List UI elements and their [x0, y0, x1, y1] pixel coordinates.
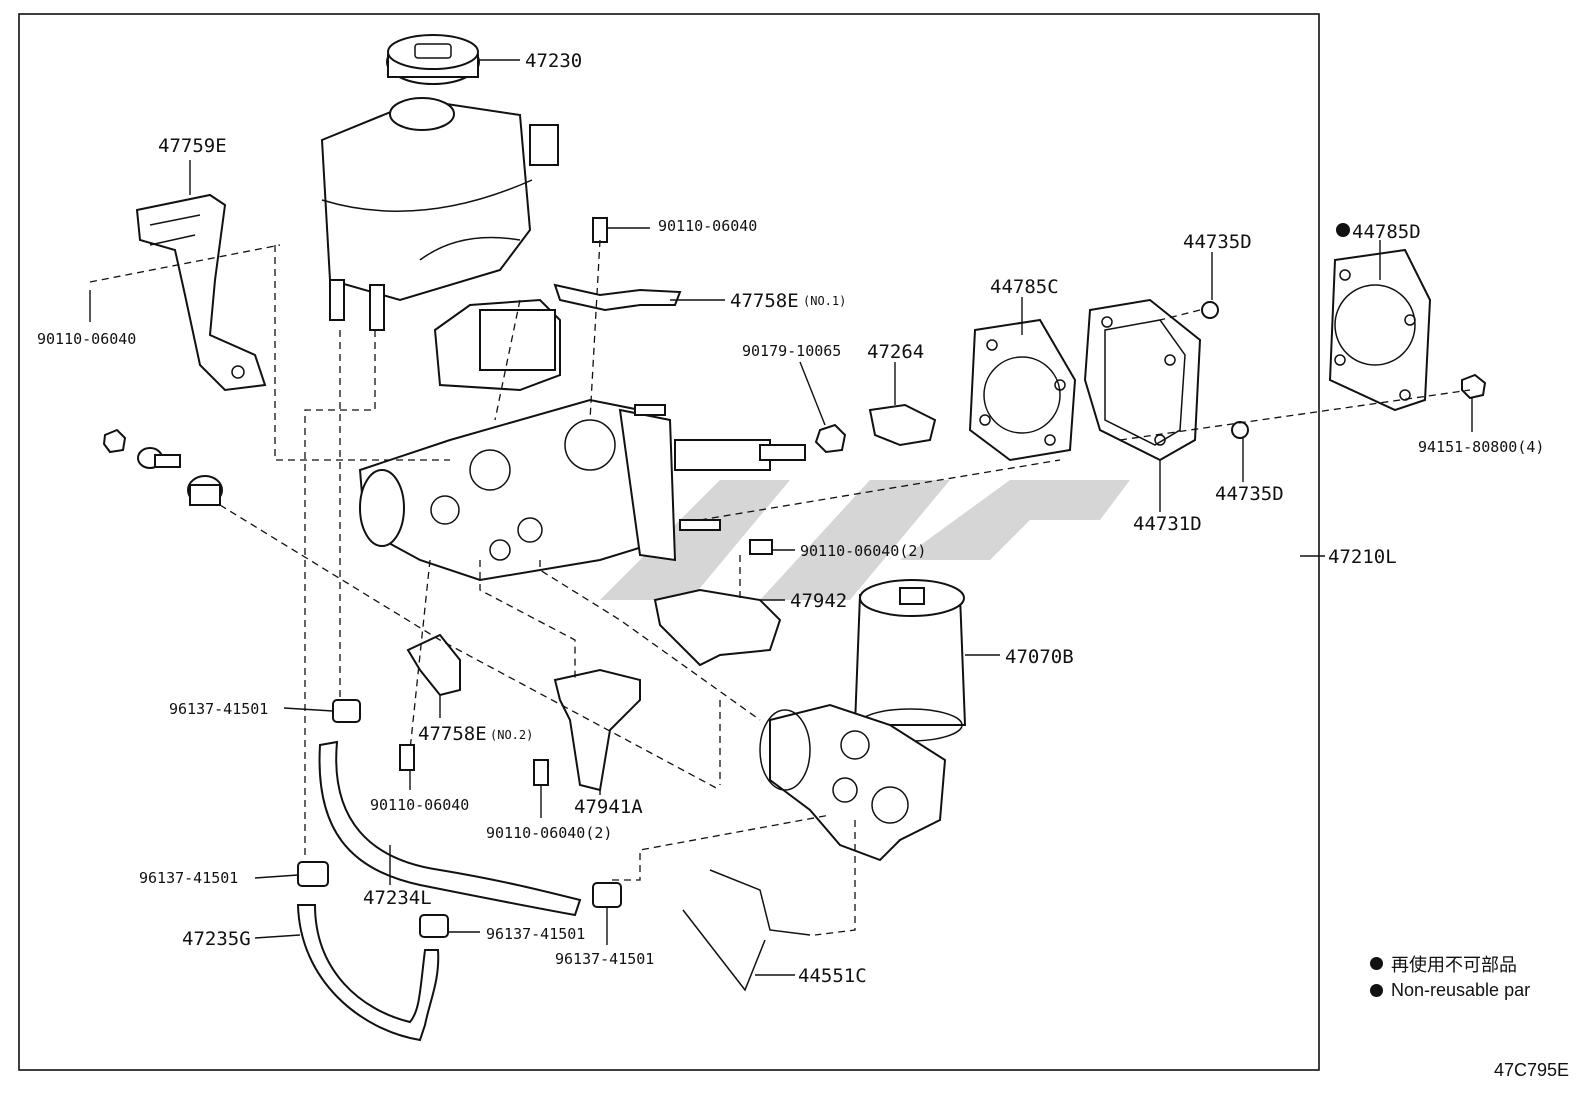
gasket-44785D-part	[1328, 248, 1432, 412]
tube-44551C-part	[682, 869, 811, 992]
reservoir-cap-part	[386, 34, 480, 85]
bolt-left-part	[137, 447, 181, 469]
label-44551C: 44551C	[798, 965, 867, 987]
bracket-47264-part	[868, 403, 937, 447]
master-cylinder-assembly-part	[358, 298, 806, 582]
label-96137-41501-c: 96137-41501	[486, 925, 585, 943]
label-90110-06040-c: 90110-06040	[370, 796, 469, 814]
label-47941A: 47941A	[574, 796, 643, 818]
nut-90179-part	[814, 423, 847, 454]
label-90110-06040-2b: 90110-06040(2)	[486, 824, 612, 842]
callout-labels: 47230 47759E 90110-06040 90110-06040 477…	[37, 50, 1544, 987]
label-47942: 47942	[790, 590, 847, 612]
clip-96137-b-part	[297, 861, 329, 887]
figure-code: 47C795E	[1494, 1060, 1570, 1080]
legend-row-jp: 再使用不可部品	[1370, 950, 1530, 977]
bracket-47759E-part	[135, 193, 267, 392]
legend-jp-text: 再使用不可部品	[1391, 954, 1517, 975]
label-44735D-bottom: 44735D	[1215, 483, 1284, 505]
label-47234L: 47234L	[363, 887, 432, 909]
legend-row-en: Non-reusable par	[1370, 977, 1530, 1004]
label-47235G: 47235G	[182, 928, 251, 950]
bolt-90110-47942-part	[749, 539, 773, 555]
label-44735D-top: 44735D	[1183, 231, 1252, 253]
label-90179-10065: 90179-10065	[742, 342, 841, 360]
brake-fluid-reservoir-part	[320, 97, 559, 331]
legend: 再使用不可部品 Non-reusable par	[1370, 950, 1530, 1004]
label-90110-06040-2a: 90110-06040(2)	[800, 542, 926, 560]
bracket-47942-part	[653, 588, 782, 667]
label-47230: 47230	[525, 50, 582, 72]
label-44785C: 44785C	[990, 276, 1059, 298]
non-reusable-marker	[1336, 223, 1350, 237]
bullet-icon	[1370, 957, 1383, 970]
bracket-47758E-no1-part	[553, 283, 682, 312]
nut-left-part	[102, 428, 127, 454]
bracket-47941A-part	[553, 668, 641, 792]
diagram-frame	[18, 13, 1320, 1071]
hose-47235G-part	[296, 904, 440, 1042]
label-47758E-no1: 47758E	[730, 290, 799, 312]
label-96137-41501-b: 96137-41501	[139, 869, 238, 887]
clip-96137-a-part	[332, 699, 361, 723]
label-47758E-no2-suffix: (NO.2)	[490, 728, 533, 742]
label-47758E-no2: 47758E	[418, 723, 487, 745]
label-90110-06040-top: 90110-06040	[658, 217, 757, 235]
washer-44735D-bottom-part	[1231, 421, 1249, 439]
pump-body-part	[759, 703, 947, 862]
label-47210L: 47210L	[1328, 546, 1397, 568]
label-47264: 47264	[867, 341, 924, 363]
label-47758E-no1-suffix: (NO.1)	[803, 294, 846, 308]
bolt-90110-2b-part	[533, 759, 549, 786]
label-94151-80800: 94151-80800(4)	[1418, 438, 1544, 456]
clip-96137-c-part	[419, 914, 449, 938]
label-44785D: 44785D	[1352, 221, 1421, 243]
label-47759E: 47759E	[158, 135, 227, 157]
leader-lines	[89, 59, 1473, 976]
bracket-47758E-no2-part	[406, 633, 461, 697]
pump-motor-47070B-part	[853, 579, 967, 742]
label-44731D: 44731D	[1133, 513, 1202, 535]
filter-left-part	[187, 475, 223, 506]
bolt-90110-top-part	[592, 217, 608, 243]
nut-94151-part	[1461, 373, 1487, 400]
bolt-90110-c-part	[399, 744, 415, 771]
legend-en-text: Non-reusable par	[1391, 980, 1531, 1000]
label-90110-06040-left: 90110-06040	[37, 330, 136, 348]
bullet-icon	[1370, 984, 1383, 997]
label-47070B: 47070B	[1005, 646, 1074, 668]
washer-44735D-top-part	[1201, 301, 1219, 319]
spacer-44731D-part	[1083, 298, 1202, 462]
clip-96137-d-part	[592, 882, 622, 908]
gasket-44785C-part	[968, 318, 1077, 462]
dashed-connectors	[89, 239, 1471, 936]
label-96137-41501-a: 96137-41501	[169, 700, 268, 718]
label-96137-41501-d: 96137-41501	[555, 950, 654, 968]
hose-47234L-part	[318, 740, 582, 917]
